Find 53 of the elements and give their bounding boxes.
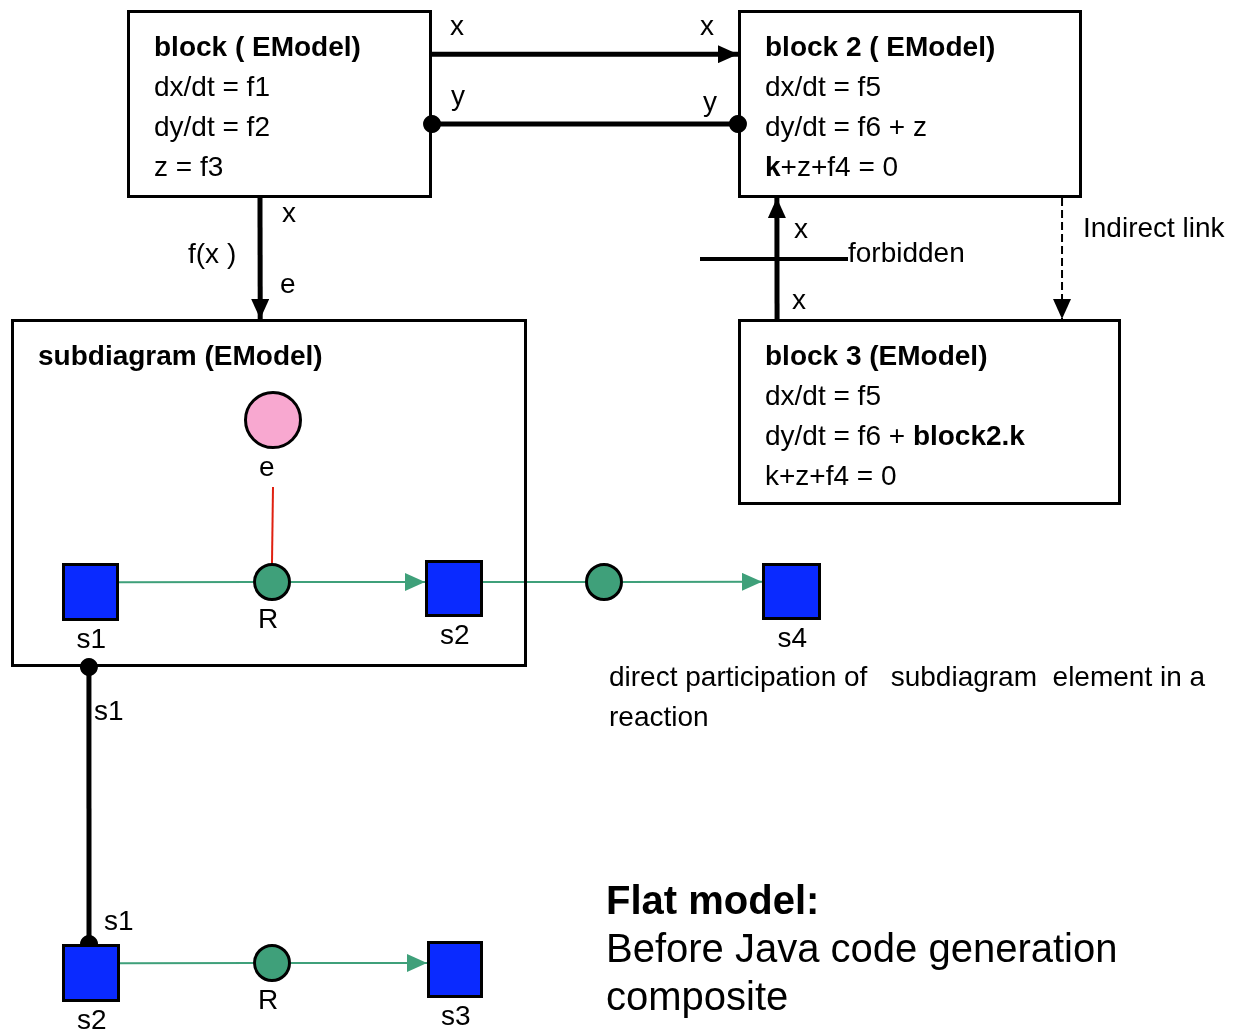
box-heading: block 2 ( EModel)	[765, 30, 996, 64]
note-text: direct participation of subdiagram element in a reaction	[609, 660, 1207, 734]
node-label: R	[258, 984, 279, 1016]
equation-text: k+z+f4 = 0	[765, 150, 899, 184]
node-label: R	[258, 603, 279, 635]
note-text: Before Java code generation composite	[606, 925, 1119, 1020]
node-label: s4	[777, 622, 808, 654]
box-heading: block ( EModel)	[154, 30, 361, 64]
equation-text: dx/dt = f5	[765, 70, 881, 104]
equation-text: dy/dt = f2	[154, 110, 270, 144]
equation-text: dx/dt = f5	[765, 379, 881, 413]
port-label: e	[280, 268, 296, 300]
equation-text: z = f3	[154, 150, 224, 184]
arrow	[1053, 197, 1071, 320]
port-label: s1	[94, 695, 124, 727]
connector-line	[119, 962, 254, 965]
connector-line	[482, 581, 586, 583]
arrow	[251, 198, 270, 319]
block-box	[11, 319, 527, 667]
port-label: s1	[104, 905, 134, 937]
box-heading: block 3 (EModel)	[765, 339, 988, 373]
arrow	[622, 572, 763, 591]
edge-label: Indirect link	[1083, 212, 1225, 244]
equation-text: dy/dt = f6 + z	[765, 110, 927, 144]
arrow	[767, 198, 786, 319]
arrow	[432, 45, 738, 64]
port-label: y	[451, 80, 465, 112]
connector-line	[118, 581, 254, 584]
port-label: x	[450, 10, 464, 42]
arrow	[290, 573, 426, 591]
arrow	[290, 954, 428, 972]
port-label: y	[703, 86, 717, 118]
block-box	[738, 10, 1082, 198]
block-box	[127, 10, 432, 198]
note-text: forbidden	[848, 237, 965, 269]
node-label: s3	[441, 1000, 471, 1032]
connector-line	[271, 486, 274, 564]
port-label: x	[700, 10, 714, 42]
box-heading: subdiagram (EModel)	[38, 339, 323, 373]
port-label: x	[282, 197, 296, 229]
node-label: e	[259, 451, 275, 483]
equation-text: k+z+f4 = 0	[765, 459, 897, 493]
connector-line	[423, 114, 747, 133]
port-label: x	[792, 284, 806, 316]
node-label: s2	[440, 619, 470, 651]
edge-label: f(x )	[188, 238, 237, 270]
equation-text: dy/dt = f6 + block2.k	[765, 419, 1025, 453]
block-box	[738, 319, 1121, 505]
equation-text: dx/dt = f1	[154, 70, 270, 104]
heading-text: Flat model:	[606, 877, 821, 924]
port-label: x	[794, 213, 808, 245]
node-label: s1	[76, 623, 107, 655]
node-label: s2	[77, 1004, 107, 1035]
